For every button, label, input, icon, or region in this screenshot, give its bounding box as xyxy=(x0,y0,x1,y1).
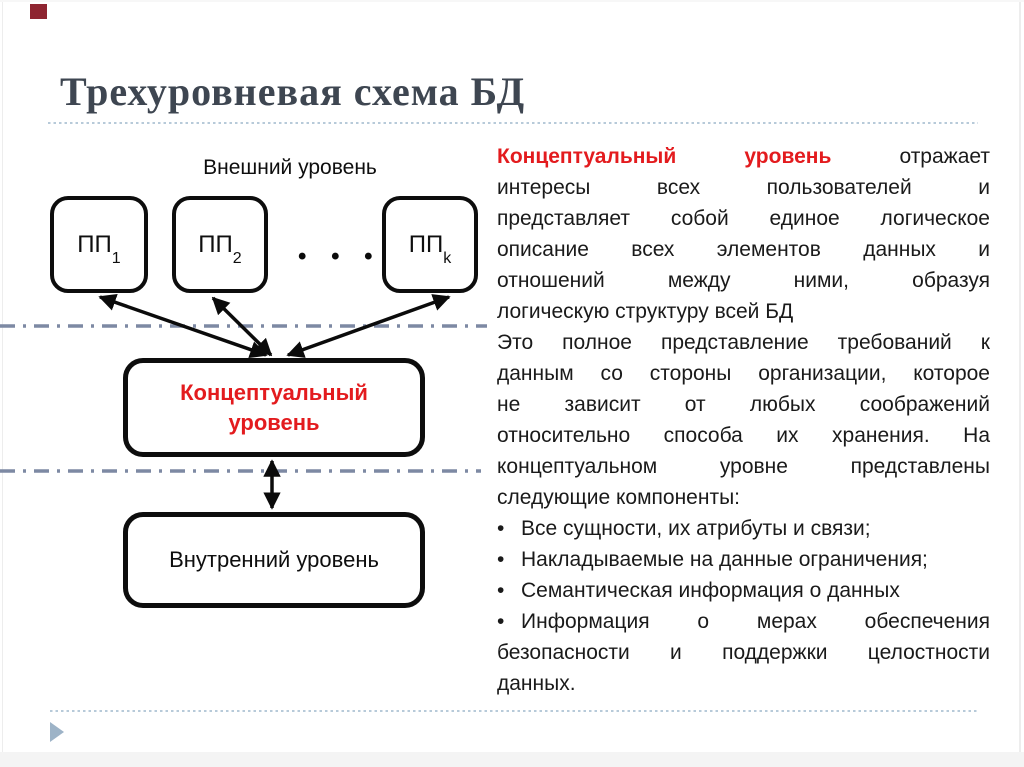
ellipsis-dots: • • • xyxy=(298,243,382,270)
slide-left-edge xyxy=(2,2,3,752)
bullet-marker: • xyxy=(497,548,505,571)
para1-line: описание всех элементов данных и xyxy=(497,238,990,261)
pp-box-1-label: ПП xyxy=(77,230,112,258)
next-slide-triangle-icon xyxy=(50,722,64,742)
title-underline xyxy=(48,122,978,124)
arrow-pp2-conceptual xyxy=(211,296,273,357)
internal-level-label: Внутренний уровень xyxy=(169,547,379,572)
conceptual-level-label-line1: Концептуальный xyxy=(180,379,368,405)
conceptual-level-description: Концептуальный уровень отражает интересы … xyxy=(497,141,990,699)
bullet-marker: • xyxy=(497,517,505,540)
pp-box-3-subscript: k xyxy=(443,250,452,268)
bullet-item-4-line: данных. xyxy=(497,672,576,695)
diagram-connectors xyxy=(0,293,487,510)
para1-line: Концептуальный уровень отражает xyxy=(497,145,990,168)
slide-top-edge xyxy=(0,0,1024,2)
para2-line: концептуальном уровне представлены xyxy=(497,455,990,478)
para1-line: интересы всех пользователей и xyxy=(497,176,990,199)
para2-line: не зависит от любых соображений xyxy=(497,393,990,416)
conceptual-level-lead: Концептуальный уровень xyxy=(497,145,832,168)
para1-line: логическую структуру всей БД xyxy=(497,300,794,323)
conceptual-level-label-line2: уровень xyxy=(228,409,320,435)
conceptual-level-box: Концептуальный уровень xyxy=(123,358,425,457)
slide-right-edge xyxy=(1019,2,1021,752)
bullet-item-4-line: безопасности и поддержки целостности xyxy=(497,641,990,664)
para2-line: данным со стороны организации, которое xyxy=(497,362,990,385)
bullet-marker: • xyxy=(497,610,505,633)
para1-line: представляет собой единое логическое xyxy=(497,207,990,230)
para2-line: Это полное представление требований к xyxy=(497,331,990,354)
bullet-item-4-line: •Информация о мерах обеспечения xyxy=(497,606,990,637)
pp-box-3-label: ПП xyxy=(408,230,444,258)
para2-line: относительно способа их хранения. На xyxy=(497,424,990,447)
para2-line: следующие компоненты: xyxy=(497,486,741,509)
bullet-item-2-line: •Накладываемые на данные ограничения; xyxy=(497,544,990,575)
pp-box-1-subscript: 1 xyxy=(111,250,121,268)
pp-box-2-subscript: 2 xyxy=(232,250,242,268)
pp-box-2-label: ПП xyxy=(198,230,233,258)
pp-box-1: ПП1 xyxy=(50,196,148,293)
bullet-item-1-line: •Все сущности, их атрибуты и связи; xyxy=(497,513,990,544)
pp-box-3: ППk xyxy=(382,196,478,293)
arrow-ppk-conceptual xyxy=(286,294,451,358)
page-title: Трехуровневая схема БД xyxy=(60,69,526,114)
bottom-dashed-line xyxy=(50,710,977,712)
external-level-label: Внешний уровень xyxy=(203,156,377,179)
pp-box-2: ПП2 xyxy=(172,196,268,293)
bullet-item-3-line: •Семантическая информация о данных xyxy=(497,575,990,606)
para1-line: отношений между ними, образуя xyxy=(497,269,990,292)
slide-bottom-strip xyxy=(0,752,1024,767)
bullet-marker: • xyxy=(497,579,505,602)
internal-level-box: Внутренний уровень xyxy=(123,512,425,608)
accent-square xyxy=(30,4,47,19)
